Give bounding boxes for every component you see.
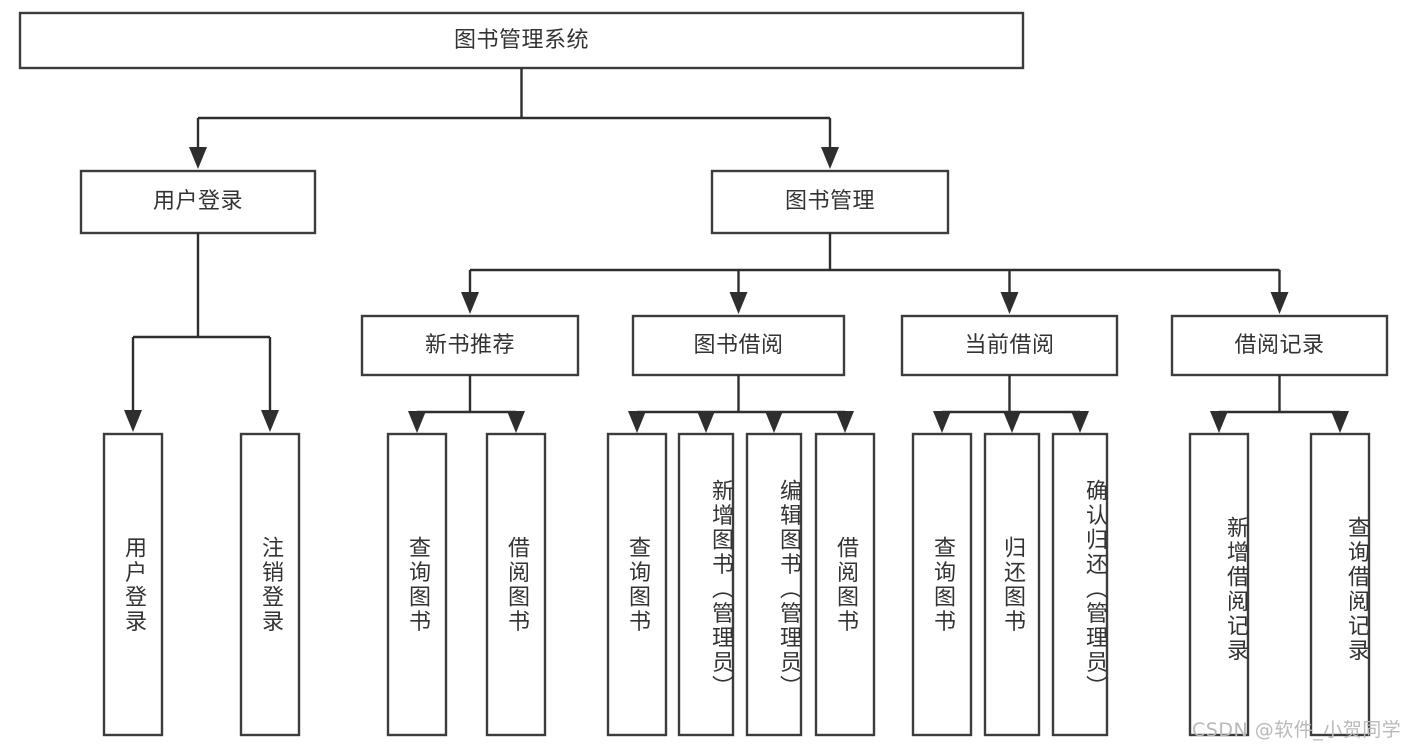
arrow-to-leaf-query-book-3 xyxy=(933,411,951,433)
arrow-to-leaf-query-book-2 xyxy=(628,411,646,433)
node-leaf-add-book[interactable] xyxy=(677,432,735,737)
arrow-to-borrow-record xyxy=(1270,292,1289,314)
csdn-watermark: CSDN @软件_小贺同学 xyxy=(1192,719,1402,741)
arrow-to-leaf-query-book-1 xyxy=(408,411,426,433)
node-leaf-edit-book[interactable] xyxy=(745,432,803,737)
arrow-to-leaf-borrow-book-1 xyxy=(507,411,525,433)
arrow-to-leaf-query-record xyxy=(1331,411,1349,433)
node-leaf-confirm-return[interactable] xyxy=(1051,432,1109,737)
arrow-to-leaf-return-book xyxy=(1003,411,1021,433)
arrow-to-leaf-edit-book xyxy=(765,411,783,433)
arrow-to-leaf-user-login xyxy=(124,410,142,432)
arrow-to-leaf-confirm-return xyxy=(1071,411,1089,433)
arrow-to-leaf-add-book xyxy=(697,411,715,433)
node-leaf-query-book-2[interactable] xyxy=(606,432,668,737)
node-leaf-query-book-3[interactable] xyxy=(911,432,973,737)
connectors-layer xyxy=(124,68,1349,433)
node-leaf-borrow-book-1[interactable] xyxy=(485,432,547,737)
node-leaf-query-book-1[interactable] xyxy=(386,432,448,737)
boxes-layer xyxy=(18,11,1389,737)
arrow-to-user-login xyxy=(189,147,207,169)
node-leaf-user-login[interactable] xyxy=(102,432,164,737)
arrow-to-current-borrow xyxy=(1000,292,1019,314)
node-new-book-recommend[interactable] xyxy=(360,314,580,377)
arrow-to-book-manage xyxy=(821,147,839,169)
node-leaf-return-book[interactable] xyxy=(983,432,1041,737)
node-current-borrow[interactable] xyxy=(900,314,1119,377)
node-leaf-query-record[interactable] xyxy=(1309,432,1371,737)
arrow-to-leaf-add-record xyxy=(1210,411,1228,433)
arrow-to-leaf-logout xyxy=(261,410,279,432)
node-leaf-logout[interactable] xyxy=(239,432,301,737)
arrow-to-new-book-recommend xyxy=(461,292,479,314)
node-leaf-add-record[interactable] xyxy=(1188,432,1250,737)
node-leaf-borrow-book-2[interactable] xyxy=(814,432,876,737)
node-borrow-record[interactable] xyxy=(1170,314,1389,377)
arrow-to-book-borrow xyxy=(729,292,748,314)
node-book-borrow[interactable] xyxy=(631,314,846,377)
node-root[interactable] xyxy=(18,11,1025,70)
arrow-to-leaf-borrow-book-2 xyxy=(836,411,854,433)
node-user-login[interactable] xyxy=(79,169,317,235)
node-book-manage[interactable] xyxy=(710,169,950,235)
